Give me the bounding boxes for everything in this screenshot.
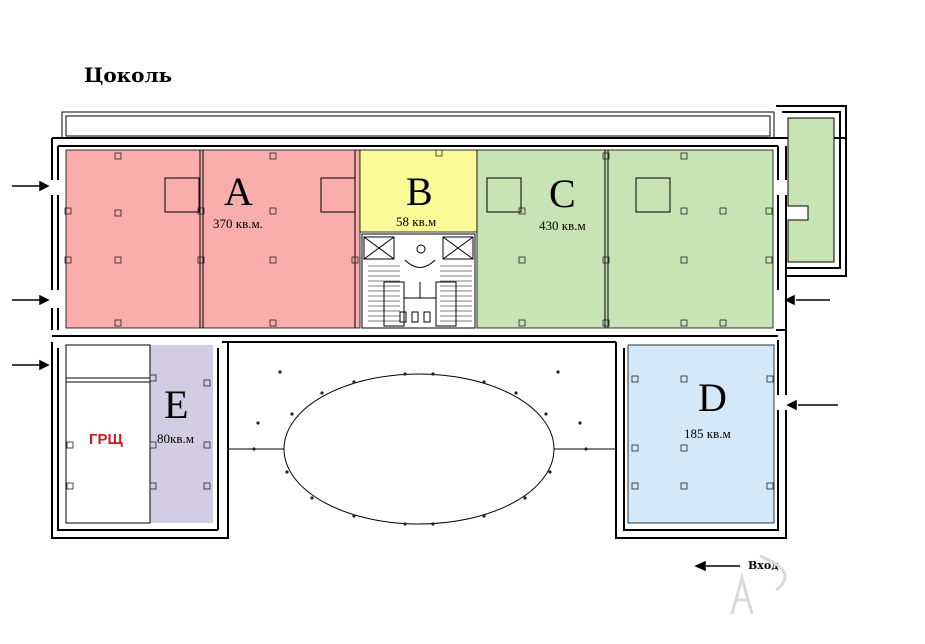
zone-e-area: [150, 345, 213, 523]
zone-a-area: [65, 149, 361, 329]
arrow-right-1-icon: [784, 294, 830, 306]
arrow-left-1-icon: [12, 180, 50, 192]
grsh-label: ГРЩ: [89, 431, 124, 448]
zone-c-area: [476, 149, 774, 329]
top-corridor: [61, 111, 775, 139]
arrow-left-3-icon: [12, 359, 50, 371]
zone-d-letter: D: [698, 375, 727, 420]
technical-room: [776, 105, 847, 277]
zone-b-area-label: 58 кв.м: [396, 214, 436, 229]
zone-b-letter: B: [406, 169, 433, 214]
entry-label: Вход: [748, 559, 779, 572]
stair-core: [361, 233, 476, 329]
outer-walls: [51, 137, 847, 539]
zone-a-area-label: 370 кв.м.: [213, 216, 263, 231]
zone-d-area-label: 185 кв.м: [684, 426, 731, 441]
arrow-right-2-icon: [786, 399, 838, 411]
zone-c-structure: [435, 149, 773, 328]
zone-a-letter: A: [224, 169, 253, 214]
zone-c-area-label: 430 кв.м: [539, 218, 586, 233]
grsh-room: [65, 344, 151, 524]
watermark-logo-icon: [730, 554, 787, 615]
zone-a-structure: [64, 150, 359, 328]
zone-e-letter: E: [164, 382, 188, 427]
atrium: [228, 370, 616, 526]
arrow-left-2-icon: [12, 294, 50, 306]
zone-c-letter: C: [549, 171, 576, 216]
zone-d-area: [627, 344, 775, 524]
lower-columns: [66, 374, 774, 490]
main-entry-arrow-icon: [694, 560, 740, 572]
zone-e-area-label: 80кв.м: [157, 431, 194, 446]
technical-room-fill: [787, 117, 835, 263]
entry-arrows: [12, 180, 838, 572]
floor-title: Цоколь: [84, 63, 172, 87]
